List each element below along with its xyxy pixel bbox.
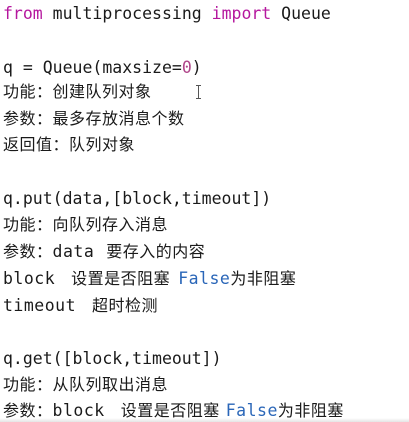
text-cursor-icon xyxy=(196,85,205,99)
queue-params-text: 参数：最多存放消息个数 xyxy=(3,109,185,128)
notes-document: from multiprocessing import Queue q = Qu… xyxy=(3,0,407,422)
put-data-desc: 要存入的内容 xyxy=(106,242,206,261)
import-keyword: import xyxy=(211,4,272,23)
put-block-suffix: 为非阻塞 xyxy=(230,269,297,288)
queue-constructor-line: q = Queue(maxsize=0) xyxy=(3,55,202,81)
put-block-param: block xyxy=(3,269,56,288)
put-block-false-value: False xyxy=(178,269,231,288)
put-timeout-param: timeout xyxy=(3,296,77,315)
module-name: multiprocessing xyxy=(42,4,212,23)
queue-function-text: 功能：创建队列对象 xyxy=(3,82,152,101)
queue-returns-text: 返回值：队列对象 xyxy=(3,135,136,154)
queue-constructor-code: q = Queue(maxsize= xyxy=(3,58,182,77)
get-params-label: 参数： xyxy=(3,401,53,420)
put-block-line: block 设置是否阻塞 False为非阻塞 xyxy=(3,266,296,292)
queue-constructor-close: ) xyxy=(191,58,202,77)
put-params-label: 参数： xyxy=(3,242,53,261)
get-signature: q.get([block,timeout]) xyxy=(3,349,222,368)
get-block-false-value: False xyxy=(225,401,278,420)
from-keyword: from xyxy=(3,4,43,23)
put-timeout-desc: 超时检测 xyxy=(92,296,159,315)
put-block-desc: 设置是否阻塞 xyxy=(71,269,171,288)
import-line: from multiprocessing import Queue xyxy=(3,1,331,27)
get-function-text: 功能：从队列取出消息 xyxy=(3,375,169,394)
put-data-param: data xyxy=(52,242,95,261)
maxsize-default-value: 0 xyxy=(181,58,192,77)
put-function-text: 功能：向队列存入消息 xyxy=(3,215,169,234)
get-block-desc: 设置是否阻塞 xyxy=(120,401,220,420)
get-params-line: 参数：block 设置是否阻塞 False为非阻塞 xyxy=(3,398,344,422)
imported-class: Queue xyxy=(271,4,331,23)
bottom-edge-shadow xyxy=(0,418,409,422)
put-timeout-line: timeout 超时检测 xyxy=(3,293,158,319)
get-block-suffix: 为非阻塞 xyxy=(277,401,344,420)
get-block-param: block xyxy=(52,401,105,420)
put-params-line: 参数：data 要存入的内容 xyxy=(3,239,205,265)
put-signature: q.put(data,[block,timeout]) xyxy=(3,189,272,208)
